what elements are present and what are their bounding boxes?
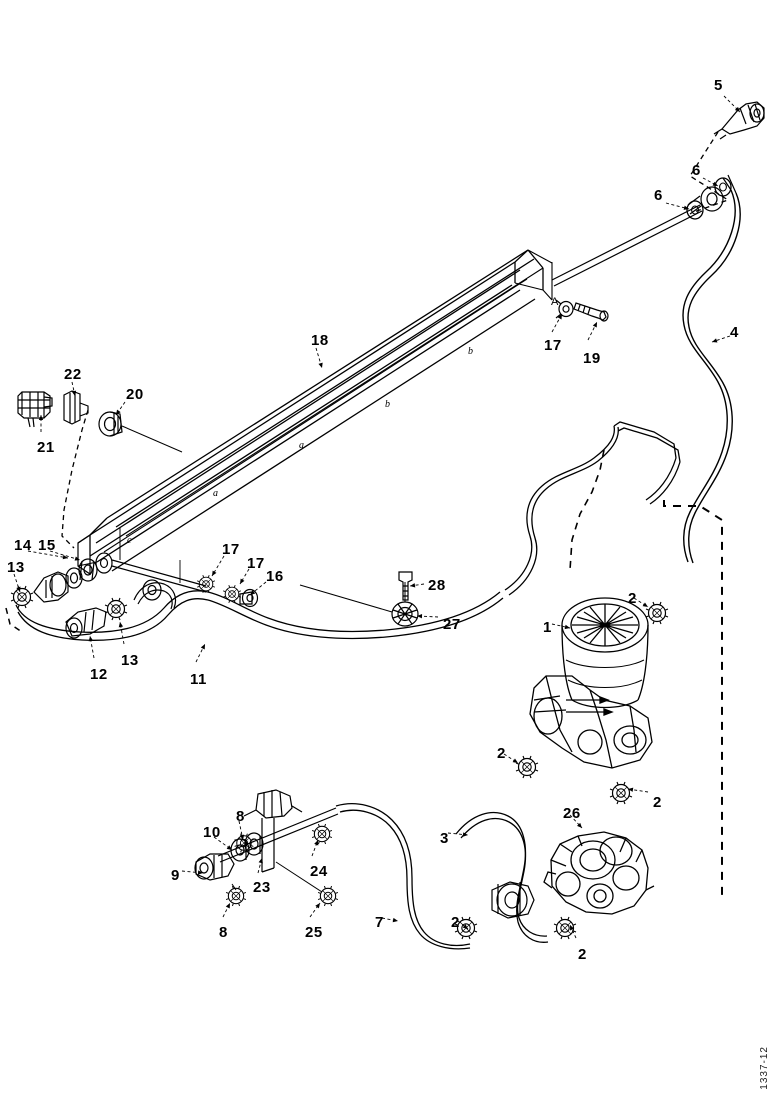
callout-26: 26 — [563, 805, 581, 822]
diagram-watermark: 1337-12 — [759, 1046, 770, 1090]
fuel-line-3 — [455, 812, 549, 943]
callout-17-right: 17 — [544, 337, 562, 354]
part-23-bracket — [243, 789, 303, 873]
part-25-leader — [275, 861, 323, 893]
leader-14 — [27, 550, 69, 559]
callout-2-filter-left: 2 — [497, 745, 506, 762]
callout-28: 28 — [428, 577, 446, 594]
part-1-fuel-filter — [529, 597, 653, 769]
part-17-fitting-b — [222, 584, 242, 604]
leader-24 — [311, 839, 319, 857]
part-27-28-leader-line — [299, 582, 406, 613]
fuel-line-mid — [504, 425, 619, 596]
part-22-clip — [63, 390, 89, 425]
part-17-fitting-right — [555, 299, 574, 319]
callout-2-filter-right: 2 — [653, 794, 662, 811]
callout-23: 23 — [253, 879, 271, 896]
bracket-line-left — [217, 807, 339, 863]
callout-17b: 17 — [247, 555, 265, 572]
part-19-bolt-right — [573, 302, 609, 322]
callout-6a: 6 — [692, 162, 701, 179]
part-2-bolt-filter-left — [515, 755, 539, 779]
part-16-fitting — [239, 588, 259, 608]
part-9-fitting — [194, 853, 235, 881]
detail-letter-b2: b — [468, 346, 473, 357]
callout-leader-lines — [13, 95, 741, 939]
leader-17 — [239, 568, 250, 585]
detail-letter-a1: a — [213, 488, 218, 499]
part-24-nut — [311, 823, 333, 845]
part-5-banjo-bolt — [713, 101, 765, 140]
part-26-injection-pump — [543, 831, 655, 915]
callout-2-pump-left: 2 — [451, 914, 460, 931]
fuel-line-7 — [335, 803, 471, 950]
part-8-nut-lower — [225, 885, 247, 907]
callout-11: 11 — [190, 671, 207, 688]
part-13-nut-left — [10, 585, 34, 609]
callout-15: 15 — [38, 537, 56, 554]
callout-1: 1 — [543, 619, 552, 636]
fuel-line-rail-to-tube — [551, 204, 703, 287]
detail-letter-a2: a — [299, 440, 304, 451]
section-marker-A: A — [551, 296, 559, 308]
assembly-dash-filter-left — [569, 449, 605, 571]
part-8-lower-line — [231, 883, 237, 891]
line-11-bracket — [133, 579, 177, 610]
callout-3: 3 — [440, 830, 449, 847]
filter-loop-bracket — [613, 421, 681, 505]
callout-4: 4 — [730, 324, 739, 341]
callout-6b: 6 — [654, 187, 663, 204]
callout-13-left: 13 — [7, 559, 25, 576]
detail-letter-c: c — [127, 535, 132, 546]
callout-5: 5 — [714, 77, 723, 94]
callout-24: 24 — [310, 863, 328, 880]
callout-14: 14 — [14, 537, 32, 554]
callout-13-mid: 13 — [121, 652, 139, 669]
callout-2-pump-bottom: 2 — [578, 946, 587, 963]
part-2-bolt-filter-right — [609, 781, 633, 805]
fuel-line-4 — [682, 174, 741, 564]
callout-27: 27 — [443, 616, 461, 633]
callout-7: 7 — [375, 914, 384, 931]
leader-2 — [457, 920, 469, 930]
fuel-line-11 — [15, 590, 504, 641]
part-20-bushing — [98, 411, 123, 437]
callout-9: 9 — [171, 867, 180, 884]
assembly-dash-bottom-left — [5, 607, 23, 633]
part-12-fitting — [65, 607, 107, 639]
callout-8-upper: 8 — [236, 808, 245, 825]
part-20-mount-line — [121, 425, 183, 453]
callout-16: 16 — [266, 568, 284, 585]
callout-18: 18 — [311, 332, 329, 349]
tube-connector-upper — [687, 186, 724, 215]
fuel-rail-assembly — [77, 249, 553, 583]
callout-19-right: 19 — [583, 350, 601, 367]
callout-12: 12 — [90, 666, 108, 683]
assembly-dash-filter — [663, 500, 723, 895]
callout-21: 21 — [37, 439, 55, 456]
part-27-clamp — [391, 601, 419, 627]
part-13-nut-mid — [104, 597, 128, 621]
part-21-connector — [17, 391, 53, 428]
leader-6 — [702, 177, 719, 187]
detail-letter-b1: b — [385, 399, 390, 410]
callout-17a: 17 — [222, 541, 240, 558]
leader-25 — [309, 902, 321, 918]
part-2-bolt-filter-top — [645, 601, 669, 625]
leader-26 — [569, 814, 583, 829]
callout-2-filter-top: 2 — [628, 590, 637, 607]
part-14-15-fitting — [33, 552, 113, 603]
assembly-dash-22 — [61, 409, 89, 549]
callout-8-lower: 8 — [219, 924, 228, 941]
callout-10: 10 — [203, 824, 221, 841]
pump-inlet-boss — [491, 881, 535, 919]
line-11-branch — [111, 559, 207, 593]
part-25-nut — [317, 885, 339, 907]
callout-22: 22 — [64, 366, 82, 383]
callout-20: 20 — [126, 386, 144, 403]
leader-6 — [665, 202, 690, 210]
callout-25: 25 — [305, 924, 323, 941]
